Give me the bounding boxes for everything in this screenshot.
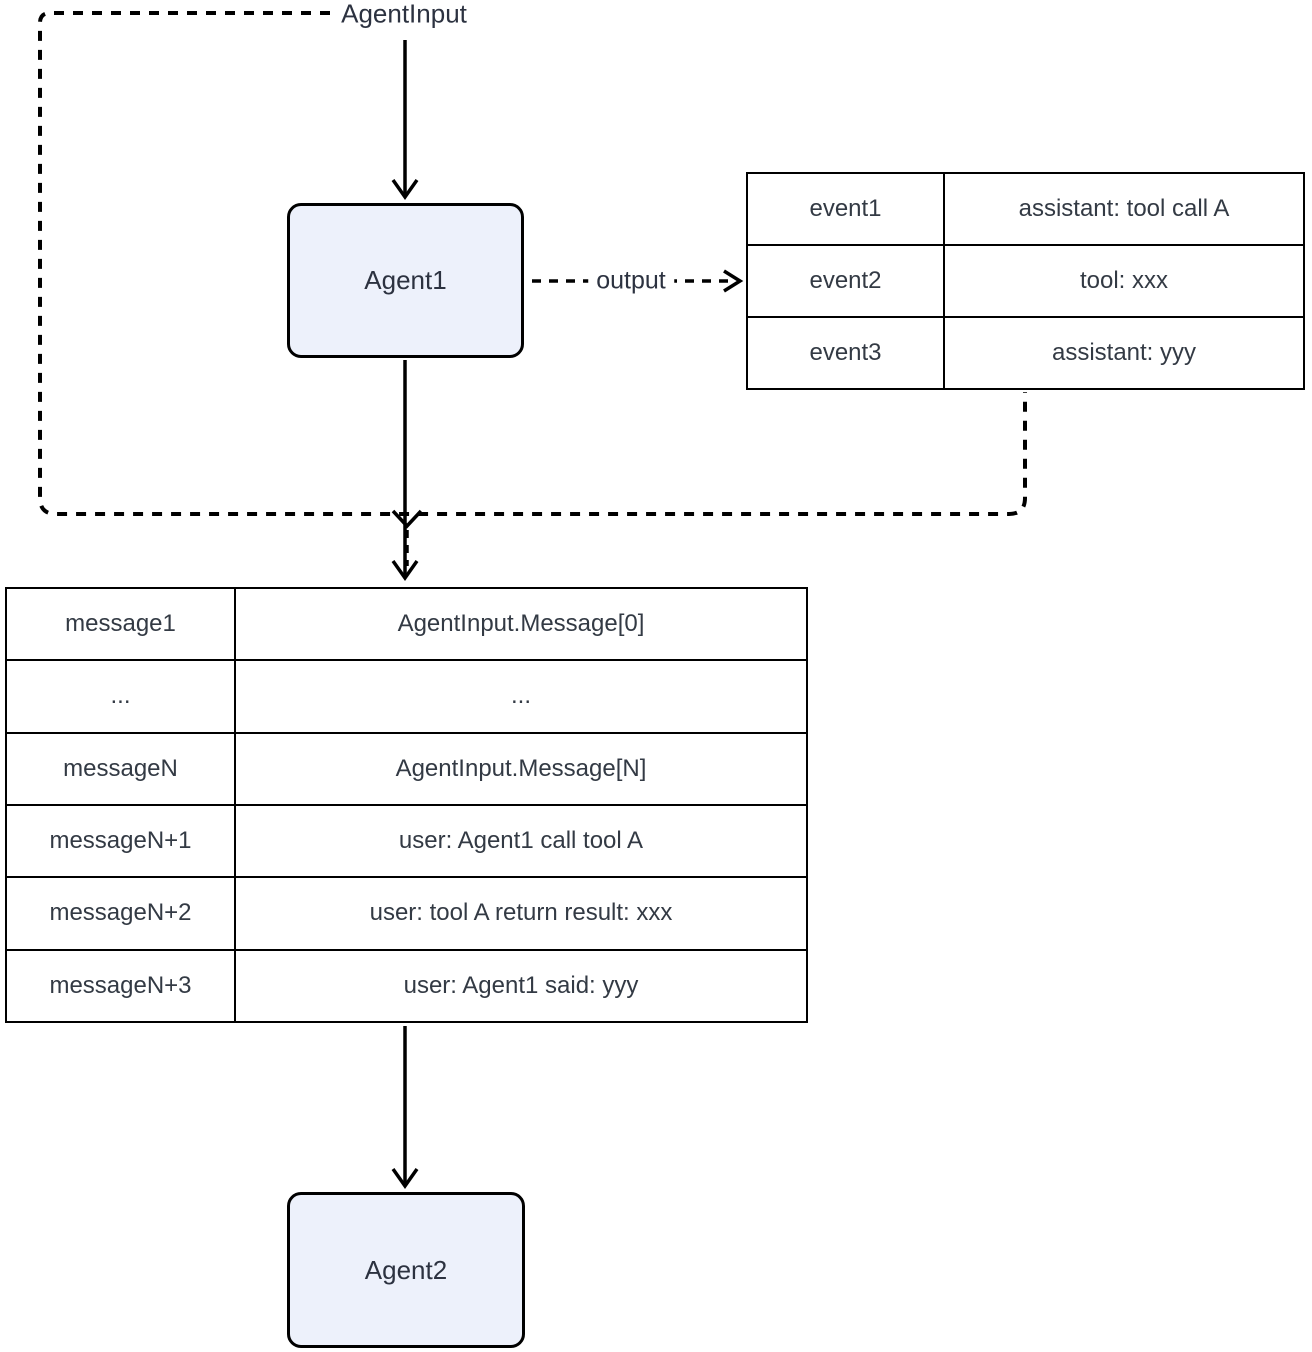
event-key-cell: event3 [746, 316, 945, 390]
messages-table: message1 AgentInput.Message[0] ... ... m… [5, 586, 808, 1024]
agent1-node-label: Agent1 [364, 265, 447, 295]
dashed-merge-arrowhead [391, 509, 423, 566]
message-value-cell: ... [234, 659, 808, 734]
message-key-cell: ... [5, 659, 236, 734]
agent2-node: Agent2 [287, 1192, 525, 1348]
table-row: ... ... [5, 659, 808, 734]
message-key-cell: messageN [5, 731, 236, 806]
table-row: event3 assistant: yyy [746, 316, 1305, 390]
table-row: event1 assistant: tool call A [746, 172, 1305, 246]
agent1-node: Agent1 [287, 203, 524, 358]
arrow-agent1-to-messages [391, 360, 419, 582]
dashed-feedback-loop [38, 11, 1027, 516]
agent2-node-label: Agent2 [364, 1254, 448, 1285]
table-row: event2 tool: xxx [746, 244, 1305, 318]
message-value-cell: user: tool A return result: xxx [234, 876, 808, 951]
event-table: event1 assistant: tool call A event2 too… [746, 172, 1305, 390]
message-value-cell: user: Agent1 call tool A [234, 803, 808, 879]
event-key-cell: event2 [746, 244, 945, 318]
message-value-cell: AgentInput.Message[N] [234, 731, 808, 806]
event-value-cell: assistant: tool call A [943, 172, 1305, 246]
message-key-cell: messageN+1 [5, 803, 236, 879]
table-row: messageN AgentInput.Message[N] [5, 731, 808, 806]
message-key-cell: message1 [5, 586, 236, 662]
event-value-cell: tool: xxx [943, 244, 1305, 318]
arrow-messages-to-agent2 [391, 1026, 419, 1190]
table-row: messageN+2 user: tool A return result: x… [5, 876, 808, 951]
message-value-cell: AgentInput.Message[0] [234, 586, 808, 662]
event-value-cell: assistant: yyy [943, 316, 1305, 390]
agentinput-label: AgentInput [333, 0, 475, 30]
message-key-cell: messageN+3 [5, 948, 236, 1024]
message-key-cell: messageN+2 [5, 876, 236, 951]
table-row: messageN+1 user: Agent1 call tool A [5, 803, 808, 879]
message-value-cell: user: Agent1 said: yyy [234, 948, 808, 1024]
dashed-arrow-output [532, 269, 744, 293]
table-row: messageN+3 user: Agent1 said: yyy [5, 948, 808, 1024]
table-row: message1 AgentInput.Message[0] [5, 586, 808, 662]
event-key-cell: event1 [746, 172, 945, 246]
arrow-agentinput-to-agent1 [391, 40, 419, 201]
output-edge-label: output [588, 266, 674, 296]
